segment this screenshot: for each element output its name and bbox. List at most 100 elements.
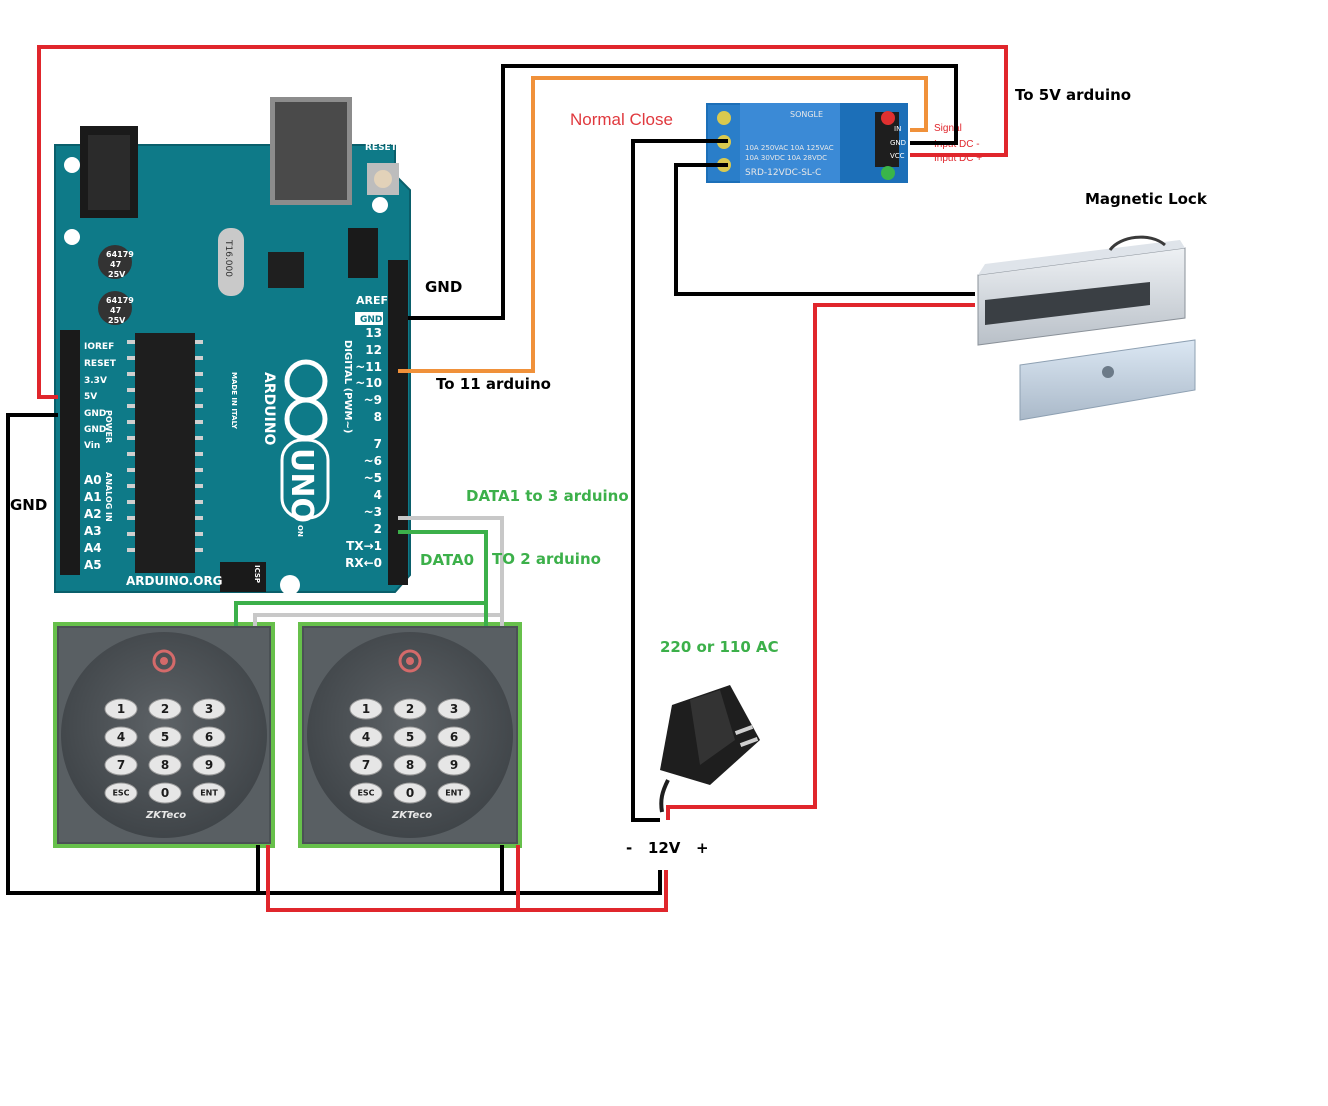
key-label-5: 5	[406, 730, 414, 744]
aref-label: AREF	[356, 294, 388, 307]
key-button-esc[interactable]	[349, 782, 383, 804]
key-label-3: 3	[205, 702, 213, 716]
magnetic-lock	[977, 235, 1196, 421]
key-button-5[interactable]	[148, 726, 182, 748]
relay-rating2: 10A 30VDC 10A 28VDC	[745, 154, 827, 162]
power-adapter	[659, 685, 760, 813]
power-section-label: POWER	[104, 410, 113, 443]
key-button-6[interactable]	[437, 726, 471, 748]
key-button-6[interactable]	[192, 726, 226, 748]
key-button-0[interactable]	[393, 782, 427, 804]
on-label: ON	[296, 525, 304, 537]
key-button-9[interactable]	[437, 754, 471, 776]
crystal-label: T16.000	[223, 239, 233, 277]
digital-pin-8: ~5	[364, 471, 382, 485]
analog-pin-5: A5	[84, 558, 102, 572]
key-label-8: 8	[406, 758, 414, 772]
key-label-9: 9	[205, 758, 213, 772]
relay-pin-gnd: GND	[890, 139, 906, 147]
power-pin-5: GND	[84, 425, 106, 435]
digital-label: DIGITAL (PWM~)	[342, 340, 353, 433]
key-button-0[interactable]	[148, 782, 182, 804]
analog-pin-3: A3	[84, 524, 102, 538]
gnd-left-label: GND	[10, 496, 48, 514]
cap2-line1: 64179	[106, 296, 134, 305]
power-pin-1: RESET	[84, 359, 117, 369]
arduino-board	[54, 97, 411, 595]
wire-nc-black	[631, 139, 728, 822]
key-label-3: 3	[450, 702, 458, 716]
relay-pin-in: IN	[894, 125, 901, 133]
key-button-7[interactable]	[104, 754, 138, 776]
key-label-9: 9	[450, 758, 458, 772]
relay-brand: SONGLE	[790, 110, 823, 119]
key-button-7[interactable]	[349, 754, 383, 776]
digital-pin-5: 8	[374, 410, 382, 424]
gnd-top-label: GND	[425, 278, 463, 296]
key-button-ent[interactable]	[192, 782, 226, 804]
wire-com-black	[674, 163, 975, 296]
relay-signal-label: Signal	[934, 123, 962, 134]
relay-dc-plus-label: Input DC +	[934, 153, 982, 164]
cap1-line1: 64179	[106, 250, 134, 259]
gnd-pin-box	[355, 312, 383, 325]
power-pin-3: 5V	[84, 392, 97, 402]
keypad-1-brand: ZKTeco	[145, 810, 186, 821]
wire-5v-red	[37, 45, 1008, 399]
cap2-line2: 47	[110, 306, 121, 315]
key-label-ent: ENT	[200, 789, 218, 798]
cap2-line3: 25V	[108, 316, 126, 325]
wire-12v-red	[266, 845, 668, 912]
magnetic-lock-label: Magnetic Lock	[1085, 190, 1207, 208]
ac-label: 220 or 110 AC	[660, 638, 779, 656]
key-button-3[interactable]	[192, 698, 226, 720]
digital-pin-11: 2	[374, 522, 382, 536]
key-label-4: 4	[117, 730, 125, 744]
wire-lock-red	[666, 303, 975, 820]
key-label-5: 5	[161, 730, 169, 744]
digital-pin-7: ~6	[364, 454, 382, 468]
analog-pin-1: A1	[84, 490, 102, 504]
reset-label: RESET	[365, 143, 398, 153]
digital-pin-9: 4	[374, 488, 382, 502]
key-button-5[interactable]	[393, 726, 427, 748]
digital-pin-0: 13	[365, 326, 382, 340]
key-button-ent[interactable]	[437, 782, 471, 804]
power-pin-2: 3.3V	[84, 376, 107, 386]
key-button-8[interactable]	[148, 754, 182, 776]
analog-pin-4: A4	[84, 541, 102, 555]
power-pin-4: GND	[84, 409, 106, 419]
key-label-esc: ESC	[357, 789, 374, 798]
analog-pin-0: A0	[84, 473, 102, 487]
key-button-2[interactable]	[148, 698, 182, 720]
key-label-4: 4	[362, 730, 370, 744]
relay-model: SRD-12VDC-SL-C	[745, 168, 821, 178]
key-button-3[interactable]	[437, 698, 471, 720]
key-button-9[interactable]	[192, 754, 226, 776]
made-in-label: MADE IN ITALY	[230, 372, 238, 430]
key-label-1: 1	[117, 702, 125, 716]
key-button-4[interactable]	[349, 726, 383, 748]
key-label-0: 0	[406, 786, 414, 800]
key-button-4[interactable]	[104, 726, 138, 748]
wire-signal-orange	[398, 76, 928, 373]
key-button-esc[interactable]	[104, 782, 138, 804]
key-label-8: 8	[161, 758, 169, 772]
analog-pin-2: A2	[84, 507, 102, 521]
icsp-label: ICSP	[253, 565, 261, 583]
wire-gnd-common	[6, 413, 662, 895]
digital-pin-1: 12	[365, 343, 382, 357]
key-button-1[interactable]	[349, 698, 383, 720]
key-label-esc: ESC	[112, 789, 129, 798]
data1-label: DATA1 to 3 arduino	[466, 487, 629, 505]
key-button-2[interactable]	[393, 698, 427, 720]
key-button-1[interactable]	[104, 698, 138, 720]
data0-label: DATA0	[420, 551, 475, 569]
key-button-8[interactable]	[393, 754, 427, 776]
